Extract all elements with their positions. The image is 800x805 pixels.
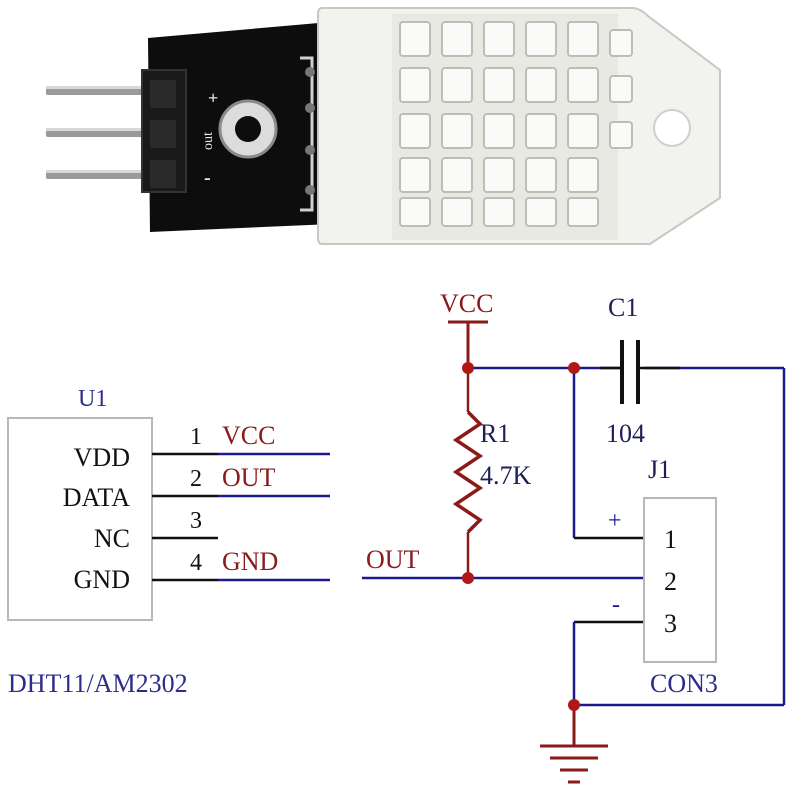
c1-value: 104 <box>606 419 645 448</box>
j1-plus-label: + <box>608 508 622 534</box>
junction-dot <box>462 362 474 374</box>
u1-ref: U1 <box>78 386 107 412</box>
j1-pin-3: 3 <box>664 609 677 638</box>
u1-pin-number-2: 2 <box>190 466 202 492</box>
j1-body <box>643 497 717 663</box>
vent-slot <box>483 113 515 149</box>
vent-slot <box>567 21 599 57</box>
vent-slot <box>441 157 473 193</box>
c1-ref: C1 <box>608 293 638 322</box>
vent-slot <box>441 21 473 57</box>
gnd-symbol <box>540 705 608 784</box>
r1-ref: R1 <box>480 419 510 448</box>
vent-slot <box>525 67 557 103</box>
pcb-out-label: out <box>201 132 216 150</box>
vent-slot <box>525 157 557 193</box>
j1-part-name: CON3 <box>650 669 718 698</box>
vent-slot <box>609 121 633 149</box>
u1-pin-number-1: 1 <box>190 424 202 450</box>
vent-slot <box>525 197 557 227</box>
u1-symbol: U1 VDD DATA NC GND 1 2 3 4 VCC OUT GND D… <box>7 386 330 698</box>
vent-slot <box>567 113 599 149</box>
header-pins <box>46 86 166 179</box>
u1-net-label-4: GND <box>222 547 278 576</box>
vent-slot <box>567 157 599 193</box>
j1-connector: J1 1 2 3 + - CON3 <box>608 455 718 698</box>
vent-slot <box>399 113 431 149</box>
j1-ref: J1 <box>648 455 671 484</box>
vent-slot <box>525 21 557 57</box>
vent-slot <box>399 21 431 57</box>
j1-minus-label: - <box>612 592 620 618</box>
vent-slot <box>441 113 473 149</box>
out-net-label: OUT <box>366 545 420 574</box>
sensor-module-photo: + out - <box>46 7 721 245</box>
vcc-power-symbol: VCC <box>440 289 493 368</box>
vent-slot <box>567 197 599 227</box>
c1-capacitor: C1 104 <box>600 293 680 448</box>
vcc-label: VCC <box>440 289 493 318</box>
vent-slot <box>399 157 431 193</box>
u1-pin-number-4: 4 <box>190 550 202 576</box>
junction-dot <box>568 699 580 711</box>
pcb-plus-label: + <box>208 88 218 108</box>
u1-pin-number-3: 3 <box>190 508 202 534</box>
vent-slot <box>609 75 633 103</box>
r1-value: 4.7K <box>480 461 532 490</box>
junction-dot <box>462 572 474 584</box>
vent-slot <box>483 157 515 193</box>
u1-pin-name-3: NC <box>94 524 130 553</box>
junction-dot <box>568 362 580 374</box>
u1-body <box>7 417 153 621</box>
vent-slot <box>399 67 431 103</box>
u1-net-label-1: VCC <box>222 421 275 450</box>
u1-pin-name-1: VDD <box>74 443 130 472</box>
vent-slot <box>441 67 473 103</box>
j1-pin-1: 1 <box>664 525 677 554</box>
vent-slot <box>399 197 431 227</box>
vent-slot <box>609 29 633 57</box>
r1-resistor: R1 4.7K <box>452 368 532 578</box>
junction-dots <box>462 362 580 711</box>
vent-slot <box>483 67 515 103</box>
vent-slot <box>525 113 557 149</box>
vent-slot <box>483 197 515 227</box>
u1-pin-name-2: DATA <box>63 483 130 512</box>
vent-slot <box>441 197 473 227</box>
pcb-minus-label: - <box>204 167 211 189</box>
u1-net-label-2: OUT <box>222 463 276 492</box>
vent-grid <box>399 21 633 227</box>
u1-pin-name-4: GND <box>74 565 130 594</box>
sensor-housing <box>317 7 721 245</box>
vent-slot <box>567 67 599 103</box>
j1-pin-2: 2 <box>664 567 677 596</box>
pcb-board: + out - <box>141 22 332 232</box>
vent-slot <box>483 21 515 57</box>
u1-part-name: DHT11/AM2302 <box>8 669 188 698</box>
